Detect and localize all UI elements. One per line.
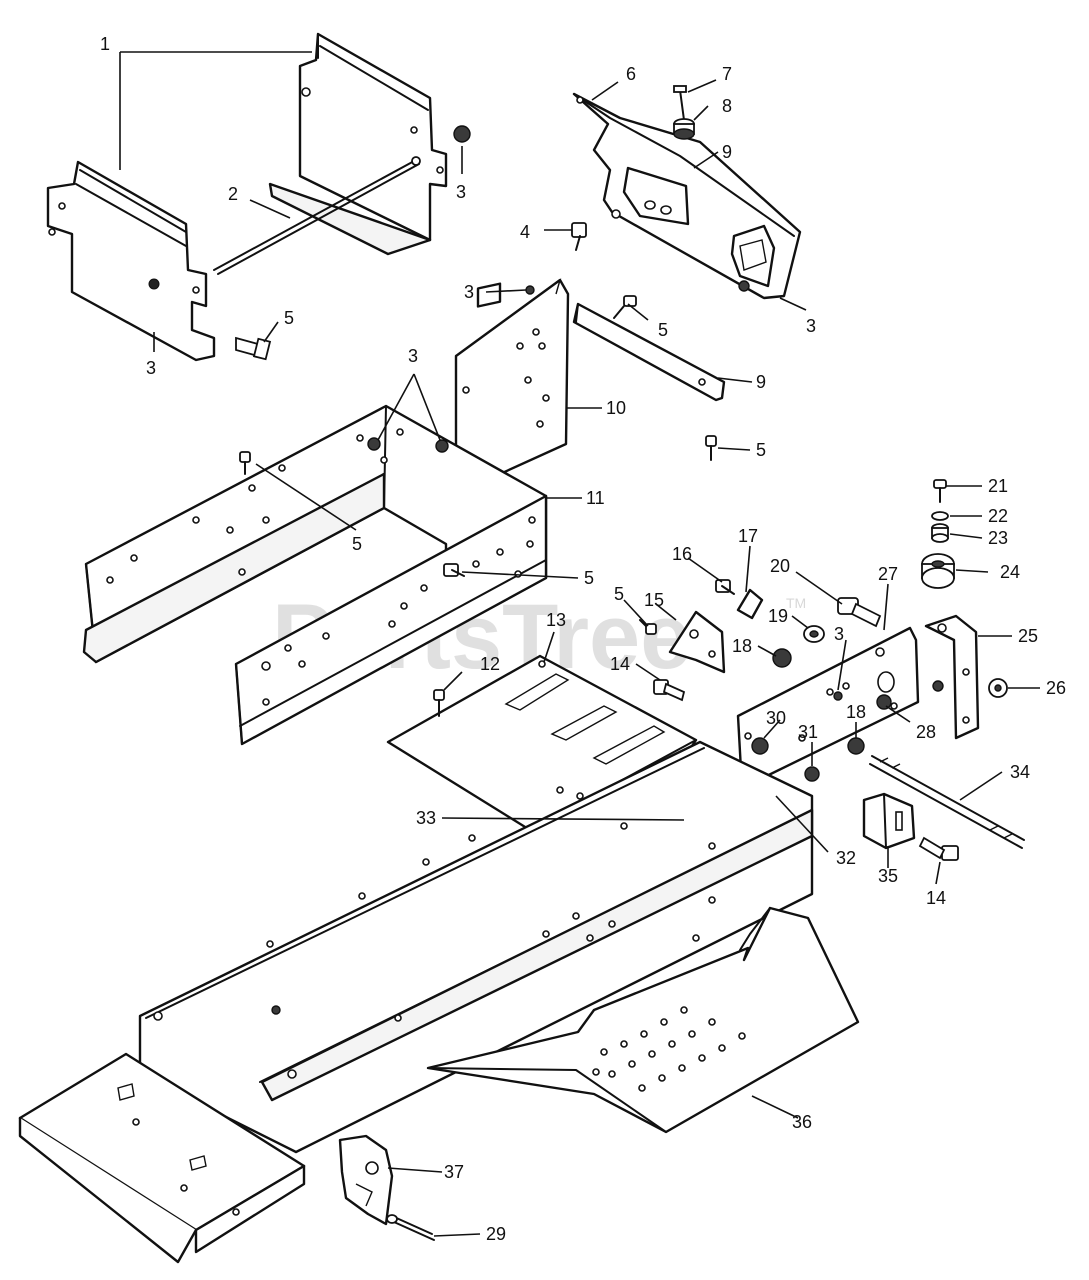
part-4-bolt	[571, 222, 587, 251]
part-34-threaded-rod	[869, 755, 1025, 849]
part-25-bracket	[924, 614, 980, 740]
part-9-brace	[572, 302, 726, 402]
callout-3-mount: 3	[834, 624, 844, 644]
callout-30: 30	[766, 708, 786, 728]
callout-5-brace: 5	[658, 320, 668, 340]
callout-5-dash: 5	[756, 440, 766, 460]
part-3-nut-bracket	[932, 680, 944, 692]
part-3-nuts-frame	[367, 437, 449, 453]
part-15-bracket	[668, 610, 726, 674]
callout-34: 34	[1010, 762, 1030, 782]
part-14-bolt-left	[653, 679, 686, 702]
part-5-bolt-dash	[705, 435, 717, 461]
part-3-nut-rear	[453, 125, 471, 143]
callout-37: 37	[444, 1162, 464, 1182]
callout-20: 20	[770, 556, 790, 576]
callout-3-frame-nuts: 3	[408, 346, 418, 366]
callout-9-console: 9	[722, 142, 732, 162]
callout-6: 6	[626, 64, 636, 84]
part-2-rod	[213, 156, 421, 275]
part-20-shoulder-bolt	[837, 597, 882, 628]
part-21-screw	[933, 479, 947, 503]
callout-18-lower: 18	[846, 702, 866, 722]
part-11-frame-channel	[82, 404, 548, 746]
callout-32: 32	[836, 848, 856, 868]
callout-28: 28	[916, 722, 936, 742]
callout-15: 15	[644, 590, 664, 610]
callout-1: 1	[100, 34, 110, 54]
part-37-latch	[338, 1134, 394, 1226]
callout-31: 31	[798, 722, 818, 742]
part-28-nut	[876, 694, 892, 710]
leader-lines	[119, 51, 1040, 1237]
callout-5-frame-left: 5	[352, 534, 362, 554]
callout-11: 11	[586, 488, 605, 508]
part-5-bolt-rear	[235, 336, 272, 361]
part-18-nut-lower	[847, 737, 865, 755]
part-1-rear-shield-right	[268, 32, 448, 256]
callout-13: 13	[546, 610, 566, 630]
callout-16: 16	[672, 544, 692, 564]
part-18-nut-upper	[772, 648, 792, 668]
part-6-console-bracket	[572, 92, 802, 300]
callout-5-frame-right: 5	[584, 568, 594, 588]
callout-33: 33	[416, 808, 436, 828]
part-12-screw	[433, 689, 445, 717]
callout-3-upper-nut: 3	[464, 282, 474, 302]
part-24-collar	[921, 553, 955, 589]
callout-22: 22	[988, 506, 1008, 526]
callout-17: 17	[738, 526, 758, 546]
part-3-nut-upper	[525, 285, 535, 295]
callout-3-console: 3	[806, 316, 816, 336]
callout-25: 25	[1018, 626, 1038, 646]
part-5-bolt-brace	[613, 295, 637, 319]
callout-21: 21	[988, 476, 1008, 496]
callout-12: 12	[480, 654, 500, 674]
part-29-cotter-pin	[386, 1214, 435, 1241]
part-16-bolt	[715, 579, 735, 595]
callout-labels: 1 2 3 3 3 3 3 3 4 5 5 5 5 5 5 6 7 8 9 9 …	[100, 34, 1066, 1244]
part-front-box	[18, 1052, 306, 1264]
part-5-bolt-mount	[639, 619, 657, 635]
part-22-washer	[931, 511, 949, 521]
part-8-bushing	[673, 118, 695, 140]
callout-5-rear: 5	[284, 308, 294, 328]
part-14-bolt-right	[918, 836, 959, 861]
callout-2: 2	[228, 184, 238, 204]
callout-27: 27	[878, 564, 898, 584]
part-main-lower-frame	[138, 740, 814, 1154]
callout-9-brace: 9	[756, 372, 766, 392]
part-35-clip	[862, 792, 916, 850]
part-36-footrest	[426, 906, 860, 1134]
watermark-trademark: TM	[786, 595, 806, 611]
callout-24: 24	[1000, 562, 1020, 582]
callout-26: 26	[1046, 678, 1066, 698]
callout-3-rear-shield: 3	[146, 358, 156, 378]
callout-14-left: 14	[610, 654, 630, 674]
callout-36: 36	[792, 1112, 812, 1132]
callout-23: 23	[988, 528, 1008, 548]
callout-14-right: 14	[926, 888, 946, 908]
callout-7: 7	[722, 64, 732, 84]
callout-8: 8	[722, 96, 732, 116]
part-19-bushing	[803, 625, 825, 643]
callout-10: 10	[606, 398, 626, 418]
part-30-bearing	[751, 737, 769, 755]
part-5-bolts-frame	[239, 451, 465, 577]
part-23-spacer	[931, 523, 949, 543]
part-31-bushing	[804, 766, 820, 782]
part-1-rear-shield-left	[46, 160, 216, 362]
callout-4: 4	[520, 222, 530, 242]
part-7-screw	[673, 85, 687, 121]
callout-5-mount: 5	[614, 584, 624, 604]
callout-29: 29	[486, 1224, 506, 1244]
callout-19: 19	[768, 606, 788, 626]
part-26-nut	[988, 678, 1008, 698]
part-17-plate	[736, 588, 764, 620]
callout-35: 35	[878, 866, 898, 886]
callout-3-rear-nut: 3	[456, 182, 466, 202]
part-27-mount-plate	[736, 626, 920, 790]
callout-18-upper: 18	[732, 636, 752, 656]
